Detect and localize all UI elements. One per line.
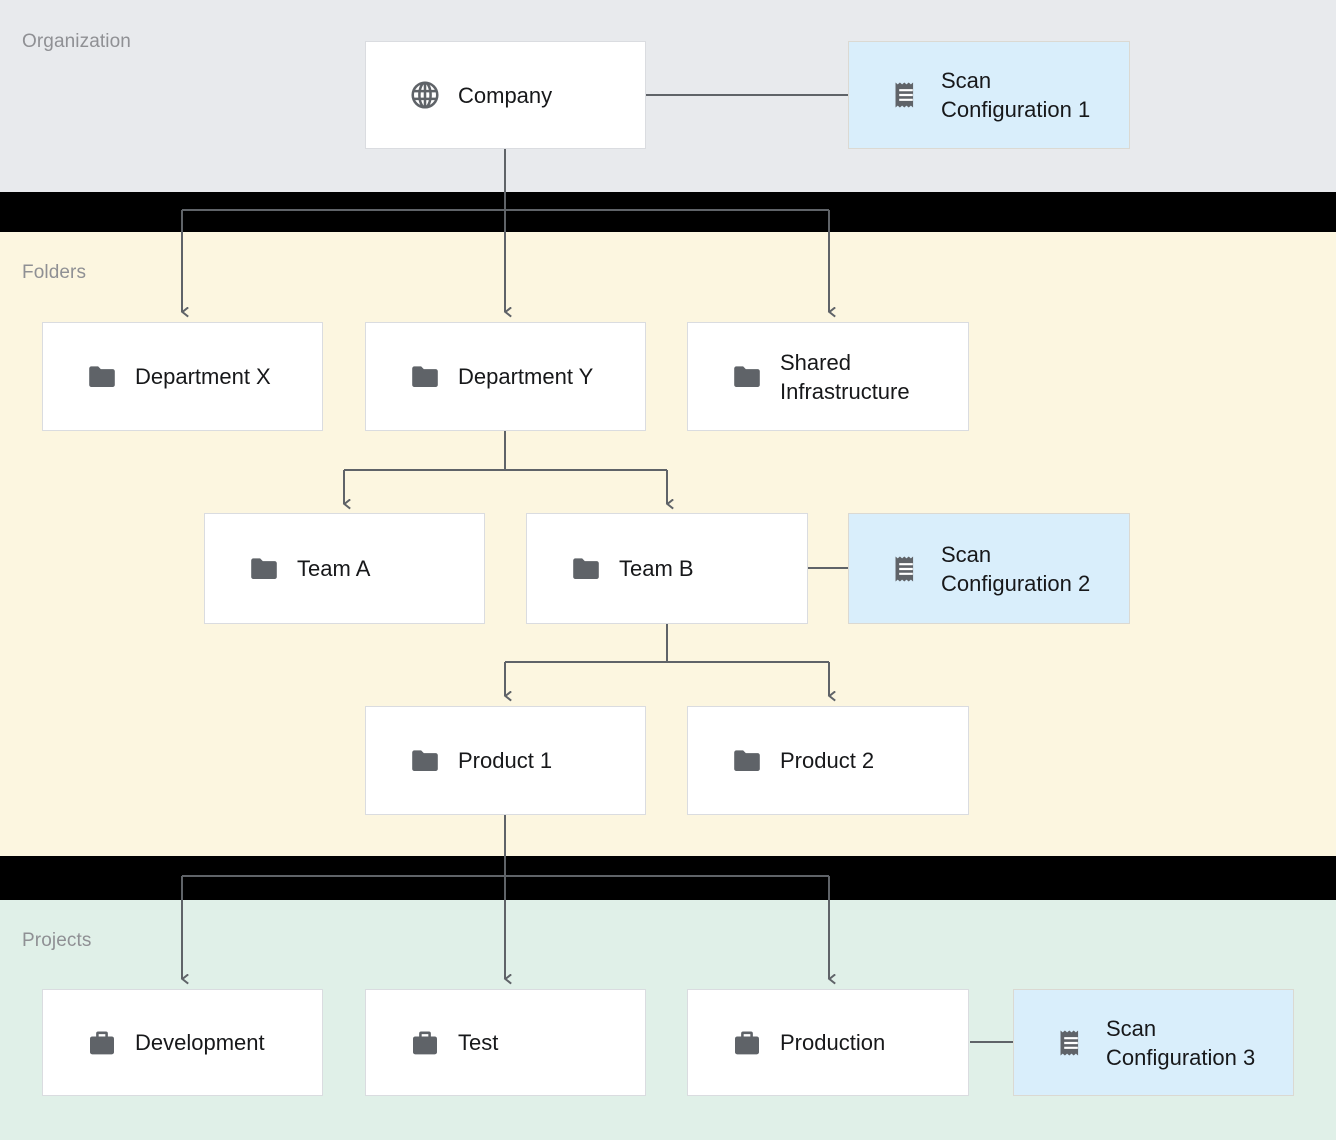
node-scan-configuration-1[interactable]: Scan Configuration 1 <box>848 41 1130 149</box>
node-product-2[interactable]: Product 2 <box>687 706 969 815</box>
folder-icon <box>569 552 603 586</box>
band-organization <box>0 0 1336 192</box>
briefcase-icon <box>85 1026 119 1060</box>
folder-icon <box>408 360 442 394</box>
receipt-icon <box>1054 1026 1088 1060</box>
folder-icon <box>85 360 119 394</box>
node-development[interactable]: Development <box>42 989 323 1096</box>
node-label: Product 1 <box>458 748 553 773</box>
node-product-1[interactable]: Product 1 <box>365 706 646 815</box>
node-company[interactable]: Company <box>365 41 646 149</box>
node-label: Company <box>458 82 553 108</box>
folder-icon <box>408 744 442 778</box>
folder-icon <box>247 552 281 586</box>
node-production[interactable]: Production <box>687 989 969 1096</box>
briefcase-icon <box>730 1026 764 1060</box>
globe-icon <box>408 78 442 112</box>
node-label: Product 2 <box>780 748 875 773</box>
folder-icon <box>730 744 764 778</box>
band-separator-2 <box>0 856 1336 900</box>
folder-icon <box>730 360 764 394</box>
briefcase-icon <box>408 1026 442 1060</box>
node-label: Scan Configuration 1 <box>941 68 1091 122</box>
node-label: Test <box>458 1030 499 1055</box>
receipt-icon <box>889 78 923 112</box>
node-label: Team B <box>619 556 694 581</box>
node-shared-infrastructure[interactable]: Shared Infrastructure <box>687 322 969 431</box>
node-label: Department Y <box>458 364 594 389</box>
band-label-projects: Projects <box>22 930 92 951</box>
band-label-folders: Folders <box>22 262 87 283</box>
node-scan-configuration-2[interactable]: Scan Configuration 2 <box>848 513 1130 624</box>
node-department-y[interactable]: Department Y <box>365 322 646 431</box>
node-label: Scan Configuration 3 <box>1106 1015 1256 1070</box>
node-label: Department X <box>135 364 271 389</box>
node-test[interactable]: Test <box>365 989 646 1096</box>
node-label: Shared Infrastructure <box>780 349 910 404</box>
node-label: Scan Configuration 2 <box>941 541 1091 596</box>
node-team-b[interactable]: Team B <box>526 513 808 624</box>
band-separator-1 <box>0 192 1336 232</box>
node-label: Production <box>780 1030 886 1055</box>
node-label: Development <box>135 1030 265 1055</box>
receipt-icon <box>889 552 923 586</box>
node-label: Team A <box>297 556 371 581</box>
band-label-organization: Organization <box>22 31 131 52</box>
node-scan-configuration-3[interactable]: Scan Configuration 3 <box>1013 989 1294 1096</box>
node-department-x[interactable]: Department X <box>42 322 323 431</box>
node-team-a[interactable]: Team A <box>204 513 485 624</box>
